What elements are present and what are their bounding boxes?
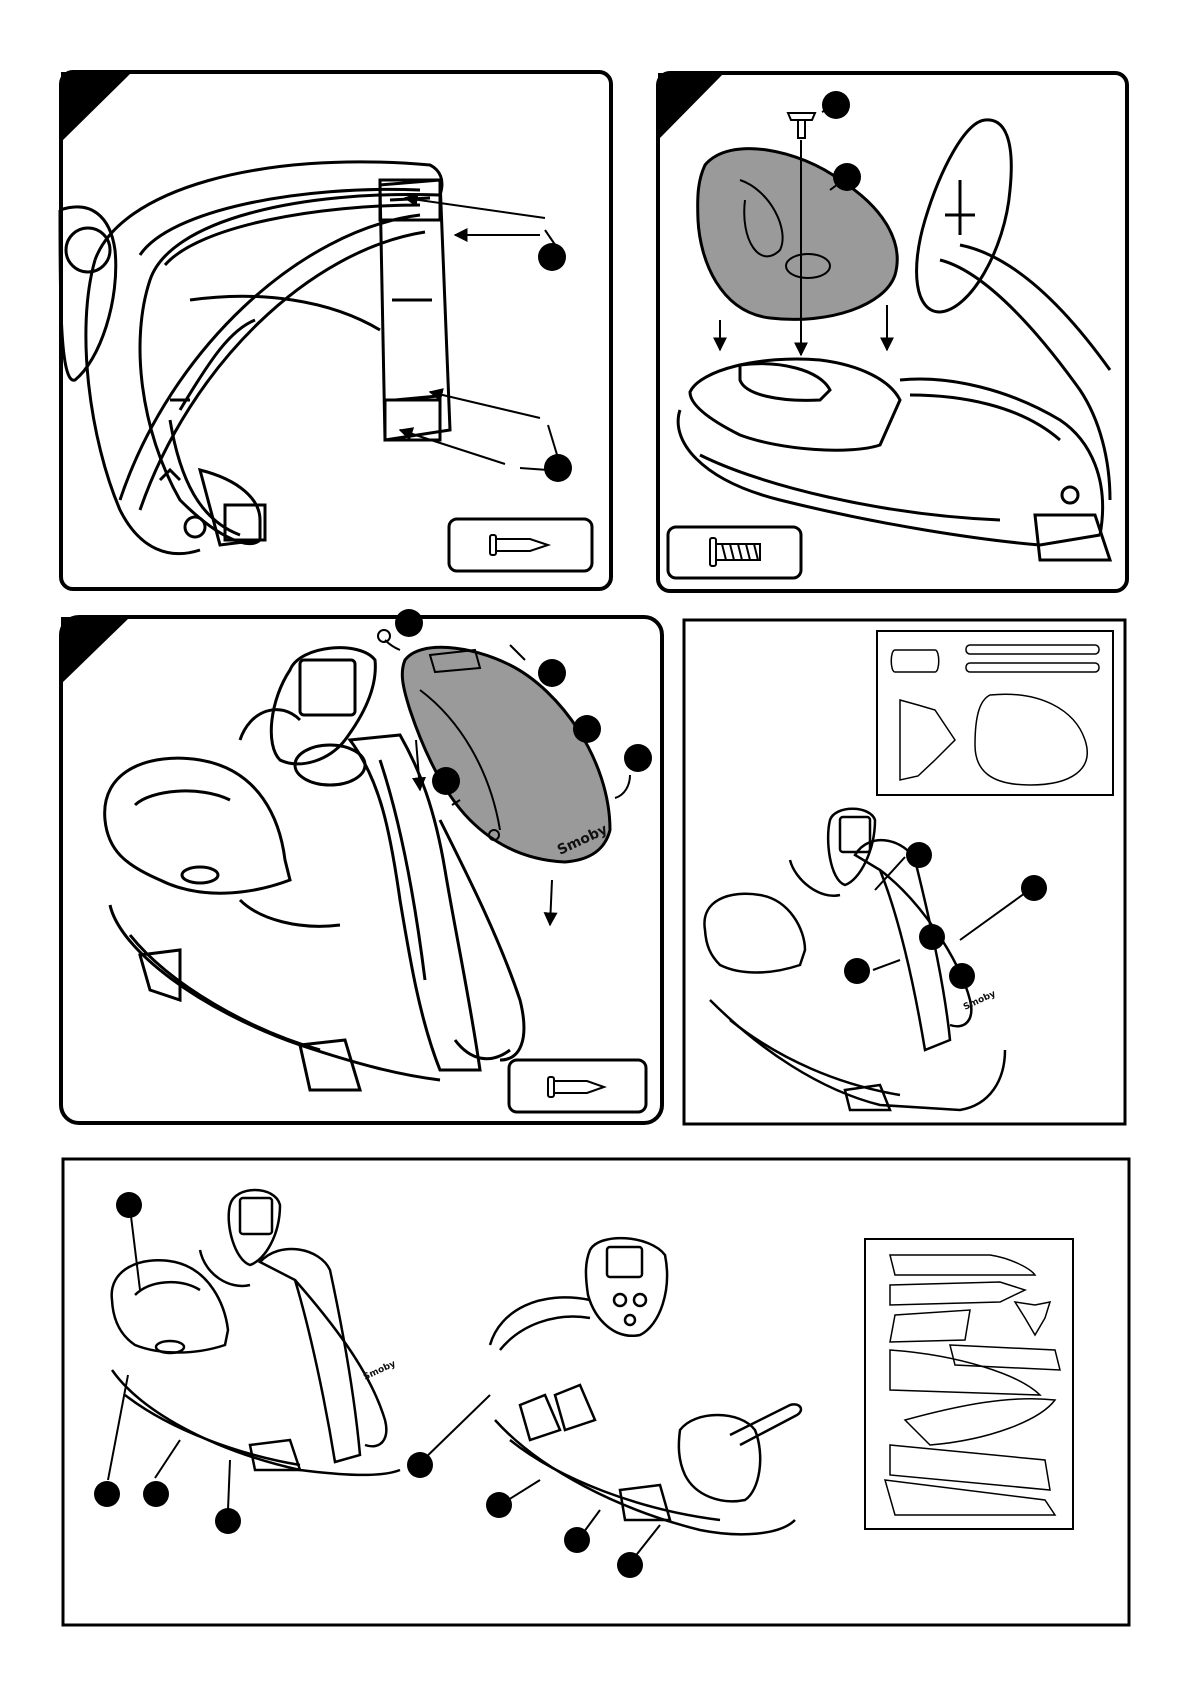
callout-marker — [538, 659, 566, 687]
callout-marker — [564, 1527, 590, 1553]
panel-5: Smoby — [63, 1159, 1129, 1625]
callout-marker — [833, 163, 861, 191]
callout-marker — [538, 243, 566, 271]
callout-marker — [822, 91, 850, 119]
callout-marker — [116, 1192, 142, 1218]
callout-marker — [544, 454, 572, 482]
fastener-box — [668, 527, 801, 578]
panel-4: Smoby — [684, 620, 1125, 1124]
callout-marker — [395, 609, 423, 637]
callout-marker — [432, 767, 460, 795]
callout-marker — [94, 1481, 120, 1507]
callout-marker — [906, 842, 932, 868]
callout-marker — [919, 924, 945, 950]
callout-marker — [624, 744, 652, 772]
callout-marker — [949, 963, 975, 989]
callout-marker — [143, 1481, 169, 1507]
panel-3: Smoby — [61, 609, 662, 1123]
panel-2 — [658, 73, 1127, 591]
sticker-sheet — [877, 631, 1113, 795]
callout-marker — [573, 715, 601, 743]
callout-marker — [215, 1508, 241, 1534]
callout-marker — [407, 1452, 433, 1478]
panel-1 — [60, 72, 611, 589]
fastener-box — [449, 519, 592, 571]
callout-marker — [844, 958, 870, 984]
callout-marker — [486, 1492, 512, 1518]
callout-marker — [617, 1552, 643, 1578]
callout-marker — [1021, 875, 1047, 901]
fastener-box — [509, 1060, 646, 1112]
